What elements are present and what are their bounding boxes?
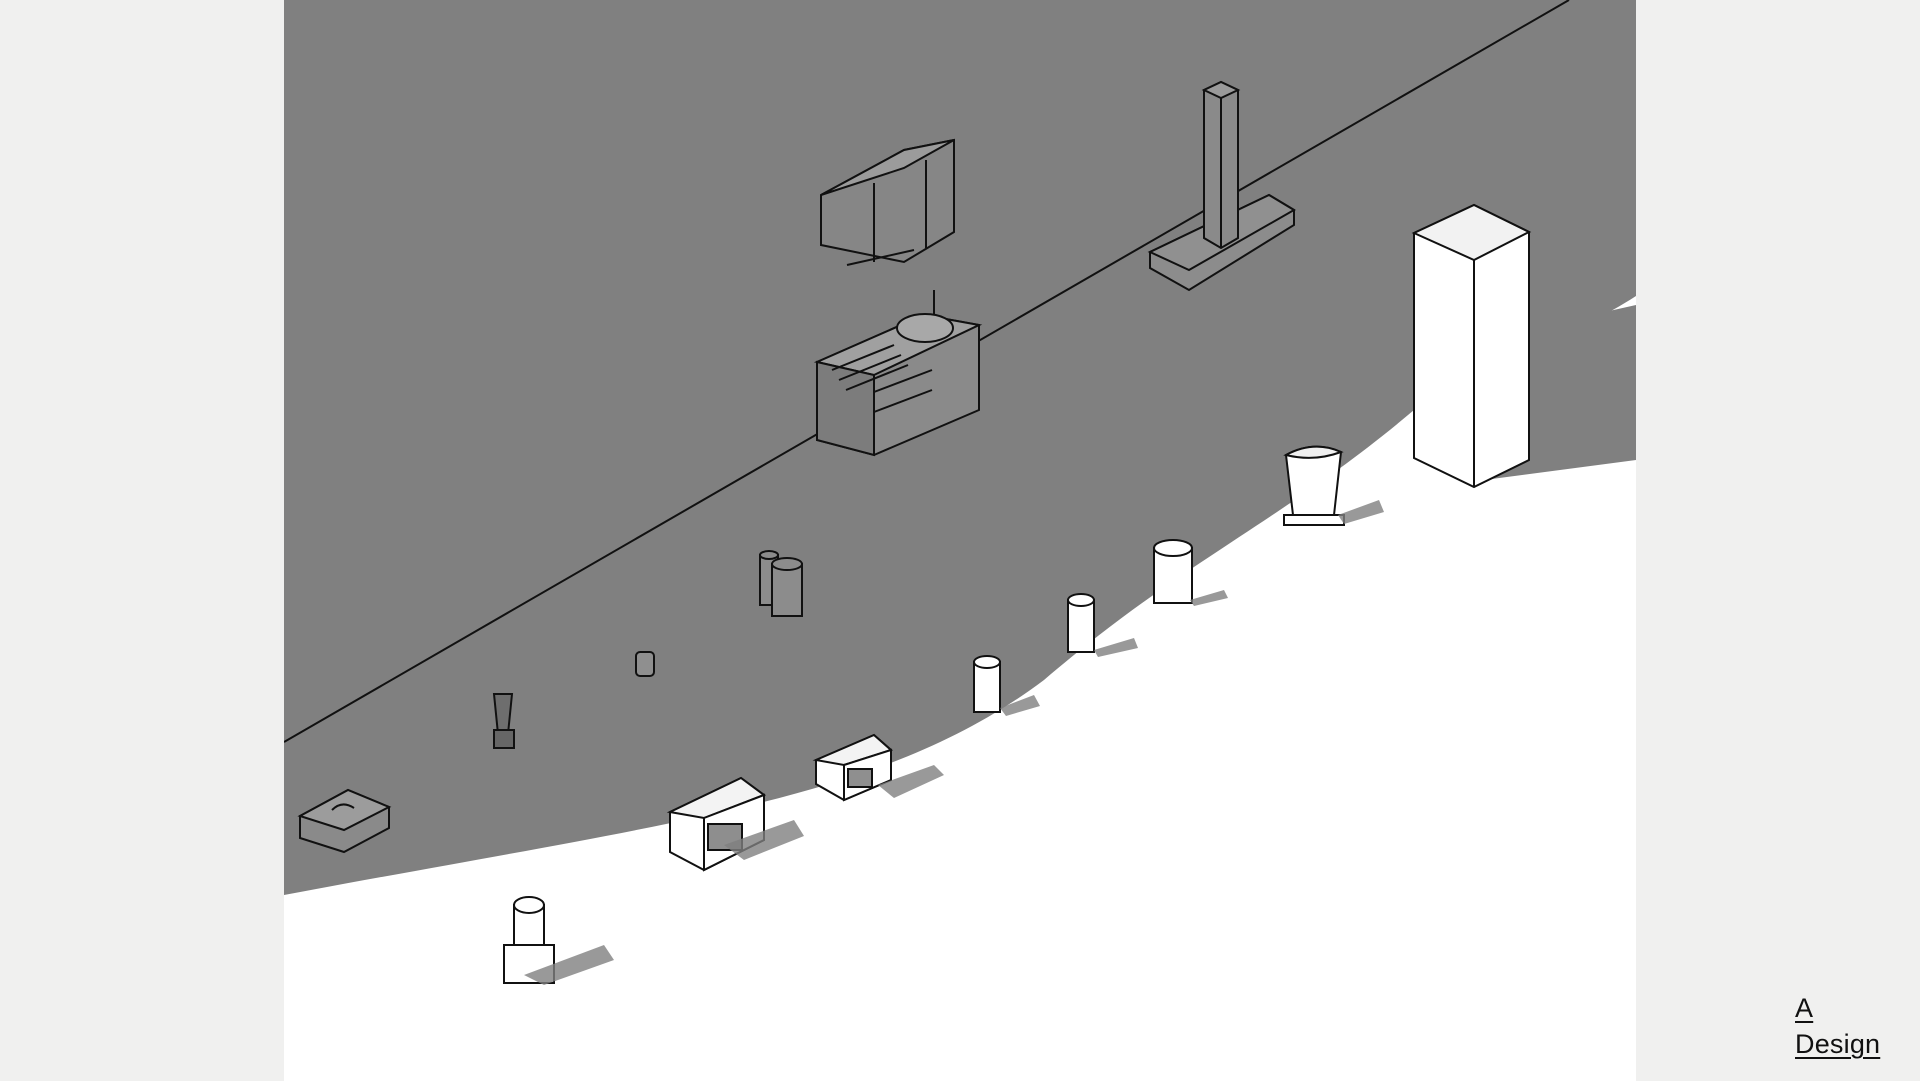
- microwave-small: [812, 733, 893, 802]
- toaster-bin: [1283, 445, 1345, 526]
- kettle: [635, 651, 655, 677]
- tumbler-small: [973, 655, 1001, 713]
- range-hood: [1147, 80, 1296, 292]
- tumbler-medium: [1067, 593, 1095, 653]
- wall-cabinet: [820, 138, 955, 266]
- refrigerator: [1411, 203, 1532, 489]
- kitchen-sink-unit: [813, 290, 983, 457]
- blender: [492, 693, 515, 749]
- wall-shadow: [284, 0, 1636, 895]
- brand-logo: A Design: [1795, 990, 1880, 1062]
- roaster-oven: [297, 788, 392, 854]
- coffee-maker: [759, 550, 803, 617]
- brand-line-1: A: [1795, 993, 1814, 1023]
- render-canvas: [284, 0, 1636, 1081]
- brand-line-2: Design: [1795, 1029, 1881, 1059]
- isometric-scene: [284, 0, 1636, 985]
- tumbler-large: [1153, 539, 1193, 604]
